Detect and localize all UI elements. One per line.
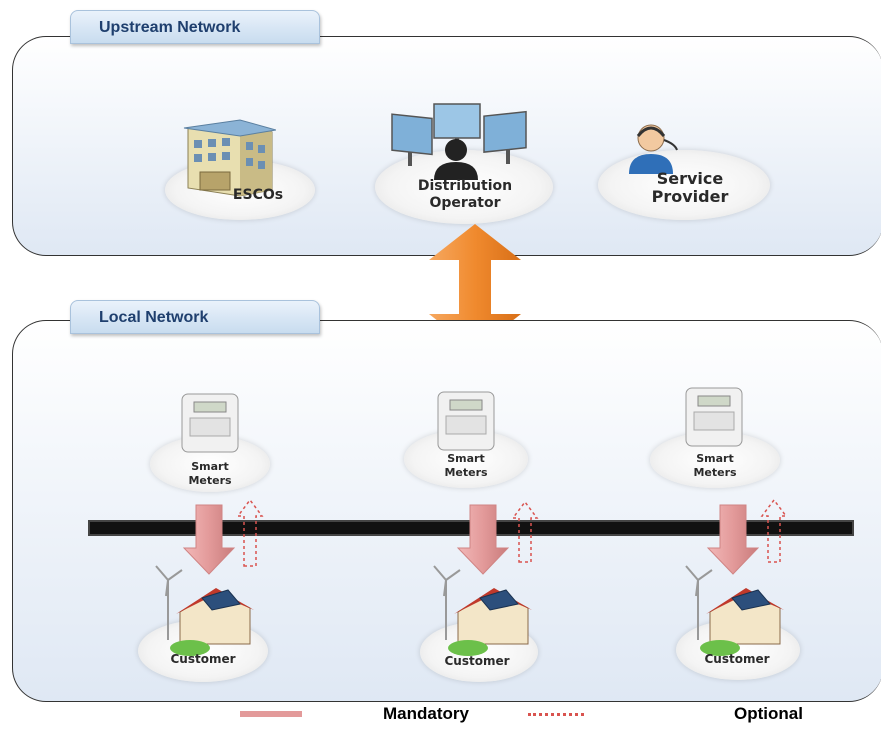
house-wind-solar-icon (433, 565, 532, 656)
support-agent-icon (629, 124, 678, 174)
customer-label-3: Customer (704, 652, 770, 666)
smart-meter-icon (685, 387, 743, 447)
legend-mandatory-label: Mandatory (383, 704, 469, 723)
upstream-network-tab: Upstream Network (70, 10, 320, 44)
service-provider-cloud (598, 150, 770, 220)
smart-meter-label-2: Smart Meters (444, 452, 488, 479)
local-network-tab: Local Network (70, 300, 320, 334)
building-icon (183, 119, 276, 197)
smart-meter-label-1: Smart Meters (188, 460, 232, 487)
legend-optional-label: Optional (734, 704, 803, 723)
smart-meter-icon (181, 393, 239, 453)
smart-meter-label-3: Smart Meters (693, 452, 737, 479)
service-provider-label: Service Provider (651, 169, 729, 206)
legend-mandatory-swatch (240, 711, 302, 717)
customer-label-1: Customer (170, 652, 236, 666)
smart-meter-icon (437, 391, 495, 451)
bidirectional-arrow-icon (429, 224, 521, 350)
power-bus-line (88, 520, 854, 536)
escos-label: ESCOs (232, 187, 284, 203)
operator-monitors-icon (391, 103, 527, 180)
house-wind-solar-icon (155, 565, 254, 656)
legend-optional-swatch (528, 713, 584, 716)
house-wind-solar-icon (685, 565, 784, 656)
distribution-operator-cloud (375, 150, 553, 224)
distribution-operator-label: Distribution Operator (417, 178, 513, 211)
customer-label-2: Customer (444, 654, 510, 668)
